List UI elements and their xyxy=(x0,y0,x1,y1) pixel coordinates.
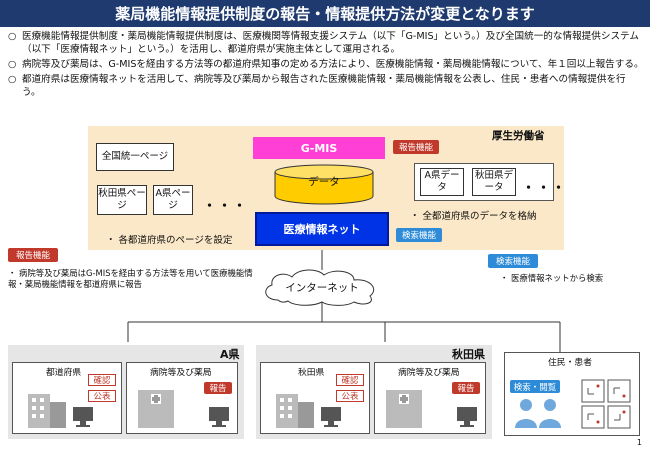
page-number: 1 xyxy=(636,438,642,447)
region-akita-pref-label: 秋田県 xyxy=(298,368,325,378)
internet-cloud-icon xyxy=(265,269,375,306)
search-badge-right: 検索機能 xyxy=(488,254,538,268)
mhlw-label: 厚生労働省 xyxy=(492,130,545,142)
computer-icon xyxy=(321,407,341,427)
iryo-net-box: 医療情報ネット xyxy=(255,212,389,246)
region-a-pref-label: 都道府県 xyxy=(46,368,82,378)
region-akita-report-tag: 報告 xyxy=(452,382,480,394)
people-icon xyxy=(515,399,561,428)
bullet-item: ○病院等及び薬局は、G-MISを経由する方法等の都道府県知事の定める方法により、… xyxy=(8,59,644,70)
database-label: データ xyxy=(308,176,340,188)
data-akita: 秋田県データ xyxy=(472,168,516,196)
phone-screens-icon xyxy=(581,379,631,429)
building-icon xyxy=(276,394,314,428)
hospital-icon xyxy=(386,390,422,428)
citizen-label: 住民・患者 xyxy=(548,358,592,368)
report-badge-left: 報告機能 xyxy=(8,248,58,262)
report-note: ・ 病院等及び薬局はG-MISを経由する方法等を用いて医療機能情報・薬局機能情報… xyxy=(8,268,253,289)
region-a-hospital-label: 病院等及び薬局 xyxy=(150,368,212,378)
database-icon xyxy=(274,164,374,205)
page-akita: 秋田県ページ xyxy=(97,185,147,215)
region-a-confirm-tag: 確認 xyxy=(88,374,116,386)
page-unified: 全国統一ページ xyxy=(96,143,174,171)
region-a-publish-tag: 公表 xyxy=(88,390,116,402)
region-akita-confirm-tag: 確認 xyxy=(336,374,364,386)
search-badge-center: 検索機能 xyxy=(396,228,442,242)
search-note: ・ 医療情報ネットから検索 xyxy=(500,273,604,283)
bullet-item: ○医療機能情報提供制度・薬局機能情報提供制度は、医療機関等情報支援システム（以下… xyxy=(8,31,639,55)
computer-icon xyxy=(209,407,229,427)
bullet-list: ○医療機能情報提供制度・薬局機能情報提供制度は、医療機関等情報支援システム（以下… xyxy=(8,30,644,101)
computer-icon xyxy=(73,407,93,427)
gmis-box: G-MIS xyxy=(253,137,385,159)
page-a: A県ページ xyxy=(153,185,193,215)
note-data: ・ 全都道府県のデータを格納 xyxy=(410,211,537,222)
citizen-search-tag: 検索・閲覧 xyxy=(510,380,560,393)
region-akita-label: 秋田県 xyxy=(452,348,485,361)
internet-label: インターネット xyxy=(285,282,359,294)
report-badge-top: 報告機能 xyxy=(393,140,439,154)
data-a: A県データ xyxy=(420,168,464,196)
hospital-icon xyxy=(138,390,174,428)
page-title: 薬局機能情報提供制度の報告・情報提供方法が変更となります xyxy=(0,0,650,27)
note-pages: ・ 各都道府県のページを設定 xyxy=(106,235,233,246)
region-a-label: A県 xyxy=(220,348,240,361)
building-icon xyxy=(28,394,66,428)
data-ellipsis: ・・・ xyxy=(522,181,568,196)
region-a-report-tag: 報告 xyxy=(204,382,232,394)
bullet-item: ○都道府県は医療情報ネットを活用して、病院等及び薬局から報告された医療機能情報・… xyxy=(8,74,626,98)
region-akita-publish-tag: 公表 xyxy=(336,390,364,402)
pages-ellipsis: ・・・ xyxy=(203,199,249,214)
region-akita-hospital-label: 病院等及び薬局 xyxy=(398,368,460,378)
computer-icon xyxy=(457,407,477,427)
